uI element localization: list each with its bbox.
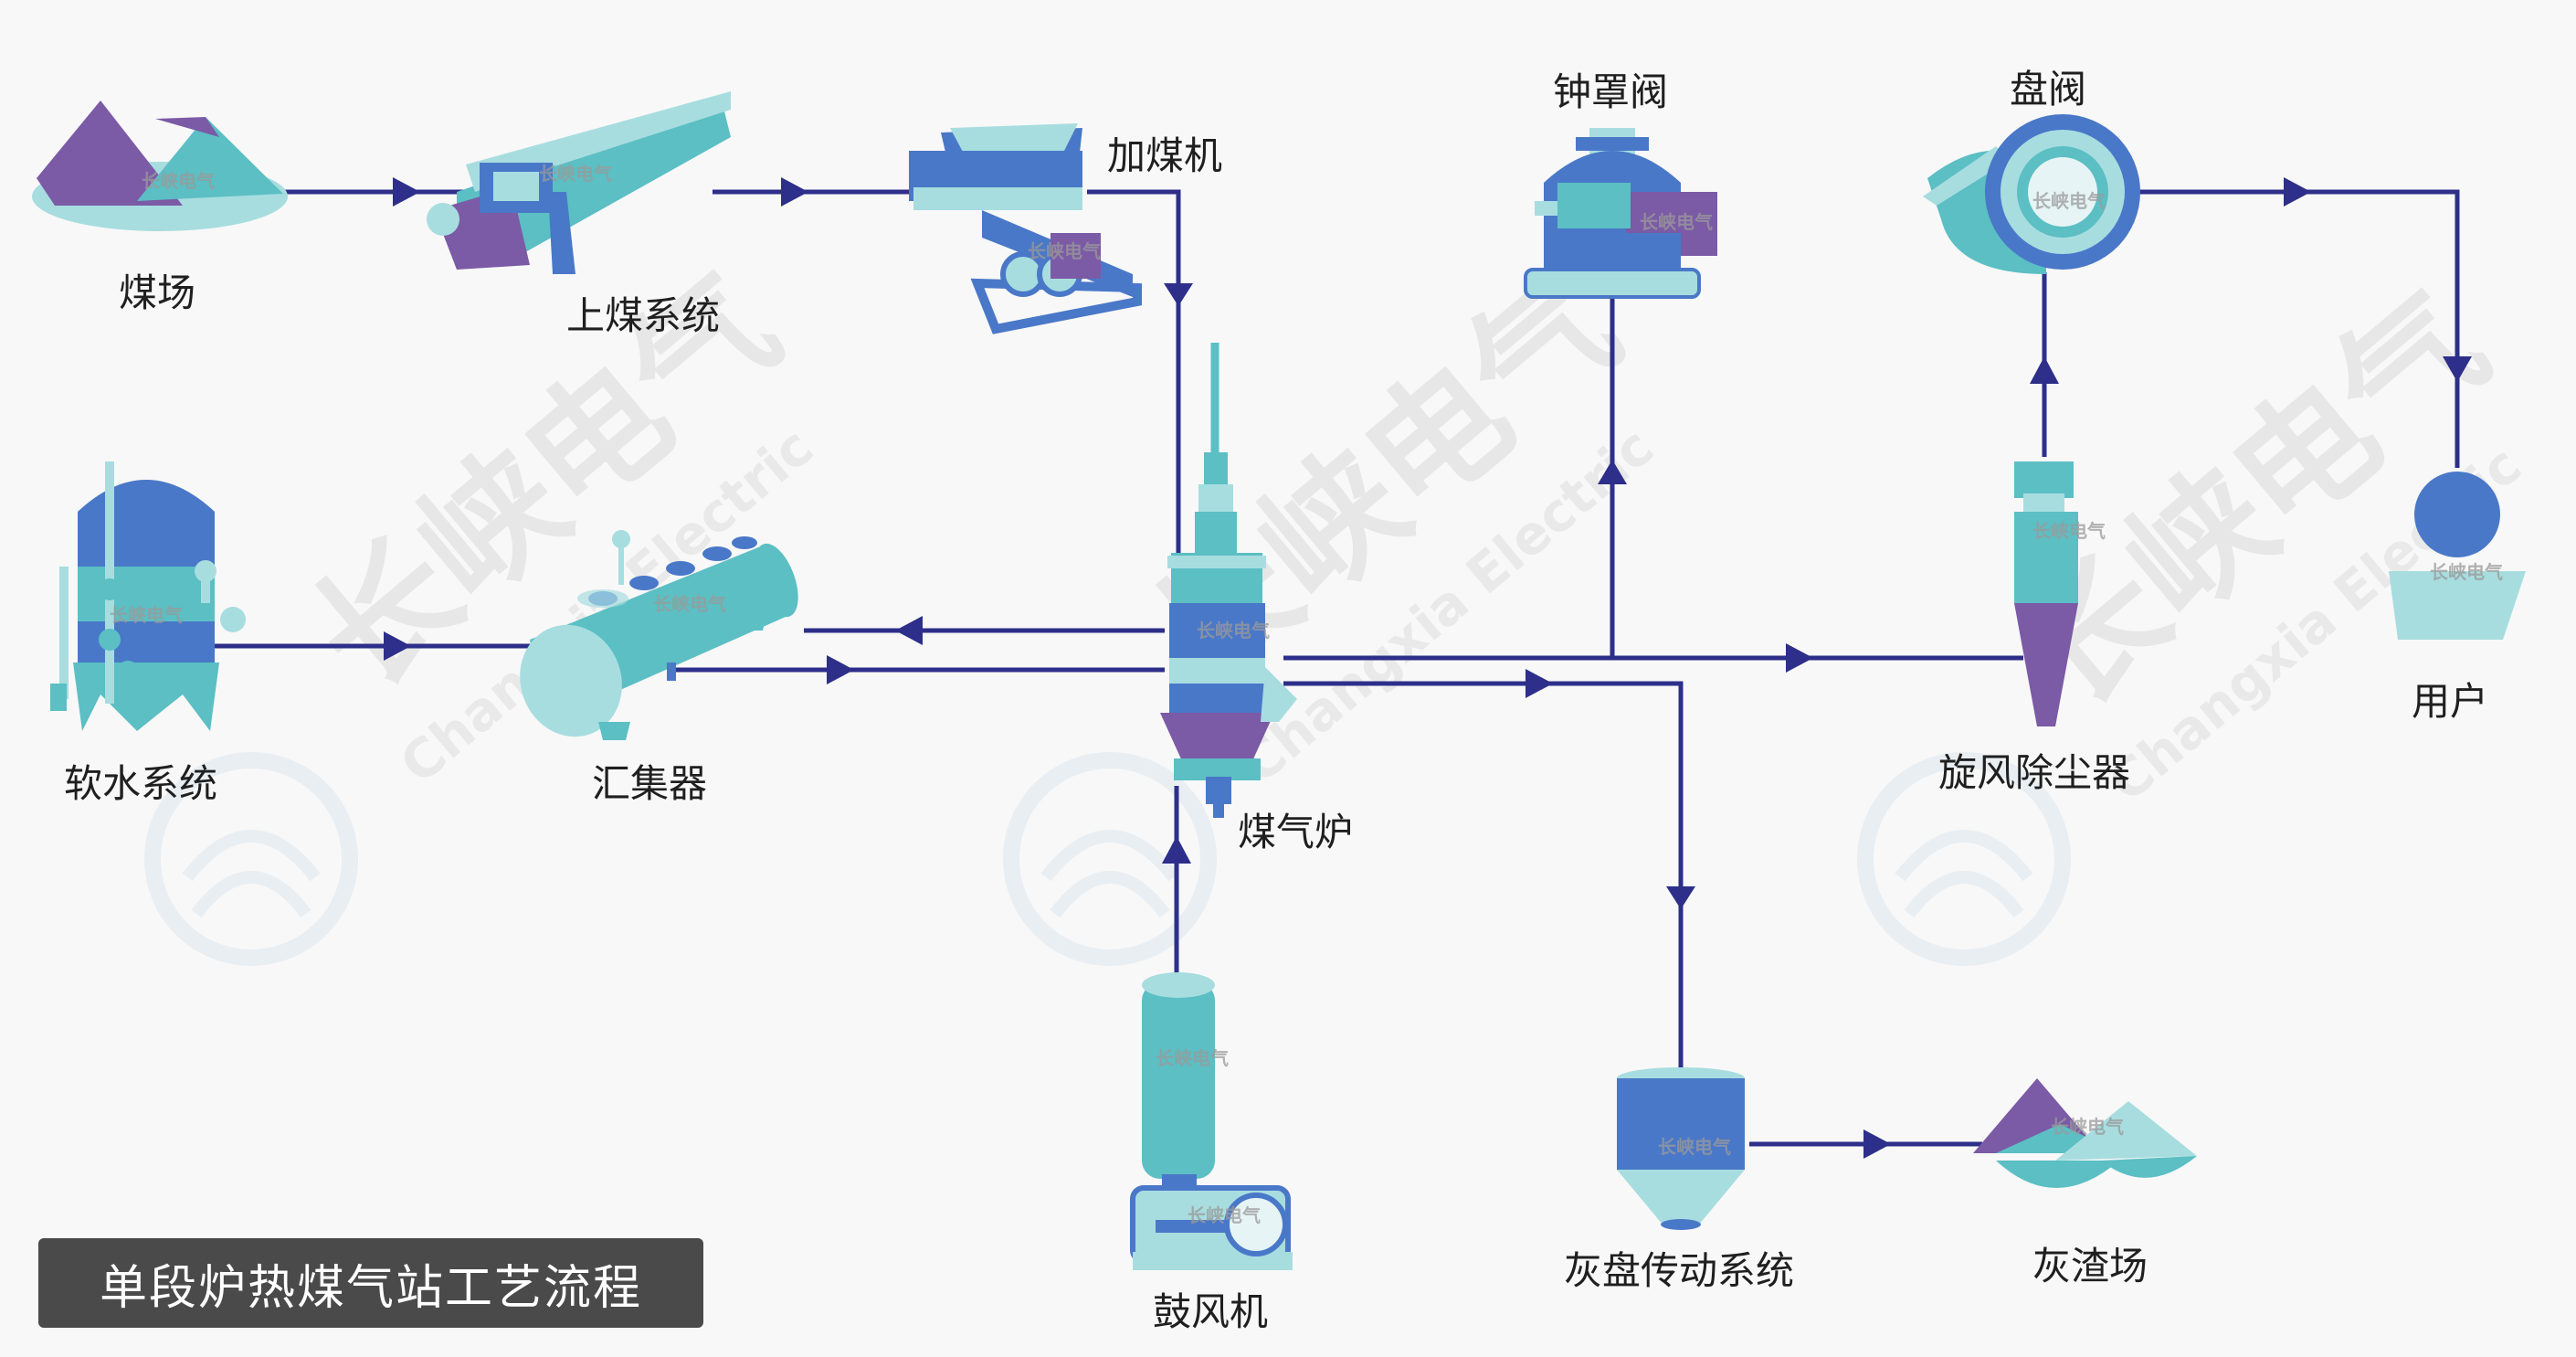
brand-badge: 长峡电气 bbox=[1658, 1136, 1731, 1158]
label-header: 汇集器 bbox=[592, 761, 707, 806]
label-coal-yard: 煤场 bbox=[119, 270, 195, 315]
gasifier-icon bbox=[1160, 343, 1297, 818]
cyclone-dust-collector-icon bbox=[2014, 461, 2078, 726]
brand-badge: 长峡电气 bbox=[2430, 561, 2503, 583]
ash-yard-icon bbox=[1973, 1078, 2197, 1188]
brand-badge: 长峡电气 bbox=[1028, 240, 1101, 262]
coal-yard-icon bbox=[32, 101, 288, 231]
arrow-down bbox=[2443, 356, 2472, 382]
label-coal-feed-system: 上煤系统 bbox=[566, 293, 720, 338]
flow-feeder-to-gasifier bbox=[1087, 189, 1181, 631]
flow-to-ash-pan bbox=[1283, 681, 1684, 1069]
bell-valve-icon bbox=[1524, 128, 1717, 299]
header-collector-icon bbox=[520, 530, 798, 740]
watermark-logo bbox=[1003, 752, 1217, 966]
brand-badge: 长峡电气 bbox=[1188, 1204, 1261, 1226]
arrow-right bbox=[1863, 1129, 1891, 1159]
label-coal-feeder: 加煤机 bbox=[1107, 133, 1222, 178]
label-ash-pan-drive: 灰盘传动系统 bbox=[1564, 1248, 1794, 1293]
watermark-logo bbox=[1857, 752, 2071, 966]
label-soft-water-system: 软水系统 bbox=[64, 761, 217, 806]
watermark-logo bbox=[144, 752, 358, 966]
blower-icon bbox=[1130, 972, 1293, 1270]
brand-badges: 长峡电气 长峡电气 长峡电气 长峡电气 长峡电气 长峡电气 长峡电气 长峡电气 … bbox=[110, 163, 2503, 1226]
arrow-right bbox=[384, 631, 411, 661]
brand-badge: 长峡电气 bbox=[1640, 211, 1713, 233]
arrow-down bbox=[1666, 886, 1695, 909]
flow-lines bbox=[210, 189, 2460, 1147]
brand-badge: 长峡电气 bbox=[110, 604, 183, 626]
label-bell-valve: 钟罩阀 bbox=[1553, 69, 1668, 114]
brand-badge: 长峡电气 bbox=[539, 163, 612, 185]
arrow-up bbox=[1162, 836, 1191, 864]
arrow-right bbox=[781, 177, 808, 207]
component-labels: 煤场 上煤系统 加煤机 钟罩阀 盘阀 软水系统 汇集器 煤气炉 旋风除尘器 用户… bbox=[64, 67, 2488, 1334]
label-ash-yard: 灰渣场 bbox=[2032, 1244, 2148, 1288]
arrow-right bbox=[827, 655, 854, 684]
arrow-left bbox=[895, 616, 923, 645]
brand-badge: 长峡电气 bbox=[2051, 1116, 2124, 1138]
arrow-down bbox=[1164, 283, 1193, 306]
arrow-up bbox=[2030, 356, 2059, 384]
coal-feeder-icon bbox=[909, 123, 1142, 334]
arrow-right bbox=[2284, 177, 2311, 207]
disc-valve-icon bbox=[1923, 114, 2140, 274]
label-cyclone: 旋风除尘器 bbox=[1938, 750, 2130, 795]
label-disc-valve: 盘阀 bbox=[2010, 67, 2086, 111]
brand-badge: 长峡电气 bbox=[2032, 520, 2106, 542]
label-user: 用户 bbox=[2412, 679, 2488, 724]
soft-water-system-icon bbox=[50, 461, 246, 731]
arrow-right bbox=[1526, 669, 1553, 698]
ash-pan-drive-icon bbox=[1617, 1067, 1745, 1230]
label-blower: 鼓风机 bbox=[1153, 1289, 1268, 1334]
arrow-right bbox=[1786, 643, 1813, 673]
arrow-up bbox=[1598, 460, 1627, 484]
diagram-title: 单段炉热煤气站工艺流程 bbox=[99, 1260, 642, 1316]
arrow-right bbox=[393, 177, 420, 207]
brand-badge: 长峡电气 bbox=[1156, 1047, 1229, 1069]
brand-badge: 长峡电气 bbox=[653, 593, 726, 615]
flow-arrows bbox=[384, 177, 2472, 1159]
brand-badge: 长峡电气 bbox=[2032, 190, 2106, 212]
brand-badge: 长峡电气 bbox=[142, 170, 215, 192]
brand-badge: 长峡电气 bbox=[1197, 620, 1270, 641]
user-icon bbox=[2389, 472, 2526, 640]
label-gasifier: 煤气炉 bbox=[1238, 810, 1353, 854]
coal-feed-system-icon bbox=[427, 91, 731, 274]
diagram-title-box: 单段炉热煤气站工艺流程 bbox=[38, 1238, 703, 1328]
